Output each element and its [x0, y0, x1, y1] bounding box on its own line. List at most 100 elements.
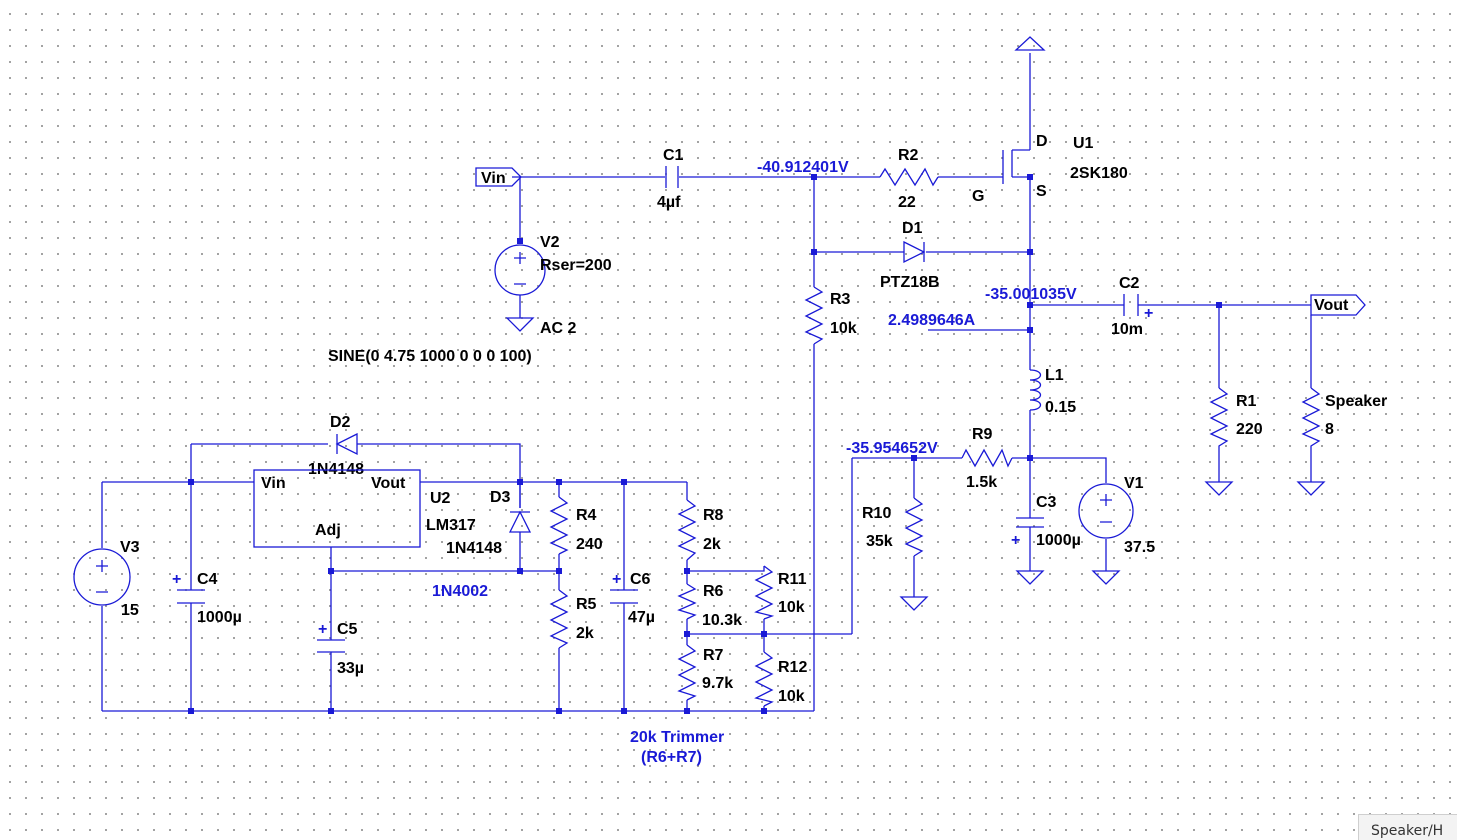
v1-value: 37.5: [1124, 539, 1155, 556]
port-vin-label: Vin: [481, 170, 506, 187]
r7-value: 9.7k: [702, 675, 733, 692]
r9-value: 1.5k: [966, 474, 997, 491]
r6-value: 10.3k: [702, 612, 742, 629]
note-trimmer: 20k Trimmer: [630, 729, 724, 746]
d1-value: PTZ18B: [880, 274, 940, 291]
probe-node-gate: -40.912401V: [757, 159, 849, 176]
v2-value: Rser=200: [540, 257, 612, 274]
resistor-r2[interactable]: R2 22: [879, 147, 939, 211]
jfet-u1[interactable]: D G S U1 2SK180: [972, 133, 1128, 205]
v3-value: 15: [121, 602, 139, 619]
voltage-source-v1[interactable]: V1 37.5: [1078, 475, 1155, 556]
c4-value: 1000µ: [197, 609, 242, 626]
c2-ref: C2: [1119, 275, 1140, 292]
r4-value: 240: [576, 536, 603, 553]
resistor-r1[interactable]: R1 220: [1209, 387, 1263, 482]
r5-value: 2k: [576, 625, 594, 642]
r3-value: 10k: [830, 320, 857, 337]
u2-ref: U2: [430, 490, 451, 507]
r12-ref: R12: [778, 659, 807, 676]
r8-ref: R8: [703, 507, 724, 524]
c3-polarity: +: [1011, 532, 1020, 549]
l1-value: 0.15: [1045, 399, 1076, 416]
r11-value: 10k: [778, 599, 805, 616]
r8-value: 2k: [703, 536, 721, 553]
resistor-r9[interactable]: R9 1.5k: [961, 426, 1013, 491]
u1-pin-g: G: [972, 188, 984, 205]
c3-value: 1000µ: [1036, 532, 1081, 549]
capacitor-c6[interactable]: + C6 47µ: [610, 571, 655, 626]
r11-ref: R11: [778, 571, 807, 588]
c4-ref: C4: [197, 571, 218, 588]
capacitor-c2[interactable]: + C2 10m: [1111, 275, 1153, 338]
r9-ref: R9: [972, 426, 993, 443]
capacitor-c1[interactable]: C1 4µf: [657, 147, 684, 211]
d1-ref: D1: [902, 220, 923, 237]
note-1n4002: 1N4002: [432, 583, 488, 600]
u2-pin-vout: Vout: [371, 475, 406, 492]
resistor-r4[interactable]: R4 240: [549, 496, 603, 555]
r1-ref: R1: [1236, 393, 1257, 410]
r2-ref: R2: [898, 147, 919, 164]
capacitor-c5[interactable]: + C5 33µ: [317, 621, 364, 677]
probe-node-bias: -35.954652V: [846, 440, 938, 457]
u1-value: 2SK180: [1070, 165, 1128, 182]
r12-value: 10k: [778, 688, 805, 705]
c2-polarity: +: [1144, 305, 1153, 322]
v2-ac: AC 2: [540, 320, 577, 337]
c4-polarity: +: [172, 571, 181, 588]
resistor-r3[interactable]: R3 10k: [804, 286, 857, 345]
ground-icon: [505, 317, 535, 332]
status-tab[interactable]: Speaker/H: [1358, 814, 1457, 840]
inductor-l1[interactable]: L1 0.15: [1029, 367, 1076, 416]
port-vin[interactable]: Vin: [475, 167, 522, 187]
r5-ref: R5: [576, 596, 597, 613]
v1-ref: V1: [1124, 475, 1144, 492]
resistor-r5[interactable]: R5 2k: [549, 589, 597, 649]
regulator-u2[interactable]: Vin Vout Adj U2 LM317: [253, 469, 476, 548]
diode-d1[interactable]: D1 PTZ18B: [880, 220, 940, 291]
r4-ref: R4: [576, 507, 597, 524]
ground-icon: [1204, 481, 1234, 496]
resistor-r11[interactable]: R11 10k: [754, 565, 807, 620]
resistor-r12[interactable]: R12 10k: [754, 651, 807, 707]
ground-icon: [1091, 570, 1121, 585]
resistor-r8[interactable]: R8 2k: [677, 499, 724, 561]
u2-pin-adj: Adj: [315, 522, 341, 539]
v2-ref: V2: [540, 234, 560, 251]
c1-ref: C1: [663, 147, 684, 164]
port-vout[interactable]: Vout: [1310, 294, 1366, 316]
ground-icon: [1015, 570, 1045, 585]
resistor-speaker[interactable]: Speaker 8: [1301, 387, 1387, 482]
speaker-ref: Speaker: [1325, 393, 1387, 410]
r6-ref: R6: [703, 583, 724, 600]
r1-value: 220: [1236, 421, 1263, 438]
diode-d2[interactable]: D2 1N4148: [308, 414, 364, 478]
probe-node-source: -35.001035V: [985, 286, 1077, 303]
ground-icon: [899, 596, 929, 611]
voltage-source-v2[interactable]: V2 Rser=200 AC 2 SINE(0 4.75 1000 0 0 0 …: [328, 234, 612, 365]
c1-value: 4µf: [657, 194, 681, 211]
v3-ref: V3: [120, 539, 140, 556]
capacitor-c3[interactable]: + C3 1000µ: [1011, 494, 1081, 549]
diode-d3[interactable]: D3 1N4148: [446, 489, 532, 557]
resistor-r7[interactable]: R7 9.7k: [677, 644, 733, 701]
capacitor-c4[interactable]: + C4 1000µ: [172, 571, 242, 626]
u2-value: LM317: [426, 517, 476, 534]
d3-value: 1N4148: [446, 540, 502, 557]
resistor-r10[interactable]: R10 35k: [862, 497, 924, 557]
c5-polarity: +: [318, 621, 327, 638]
u1-ref: U1: [1073, 135, 1094, 152]
c5-ref: C5: [337, 621, 358, 638]
u2-pin-vin: Vin: [261, 475, 286, 492]
c6-value: 47µ: [628, 609, 655, 626]
r2-value: 22: [898, 194, 916, 211]
voltage-source-v3[interactable]: V3 15: [73, 539, 140, 619]
note-trimmer-sum: (R6+R7): [641, 749, 702, 766]
c3-ref: C3: [1036, 494, 1057, 511]
resistor-r6[interactable]: R6 10.3k: [677, 583, 742, 629]
speaker-value: 8: [1325, 421, 1334, 438]
r10-ref: R10: [862, 505, 891, 522]
r10-value: 35k: [866, 533, 893, 550]
